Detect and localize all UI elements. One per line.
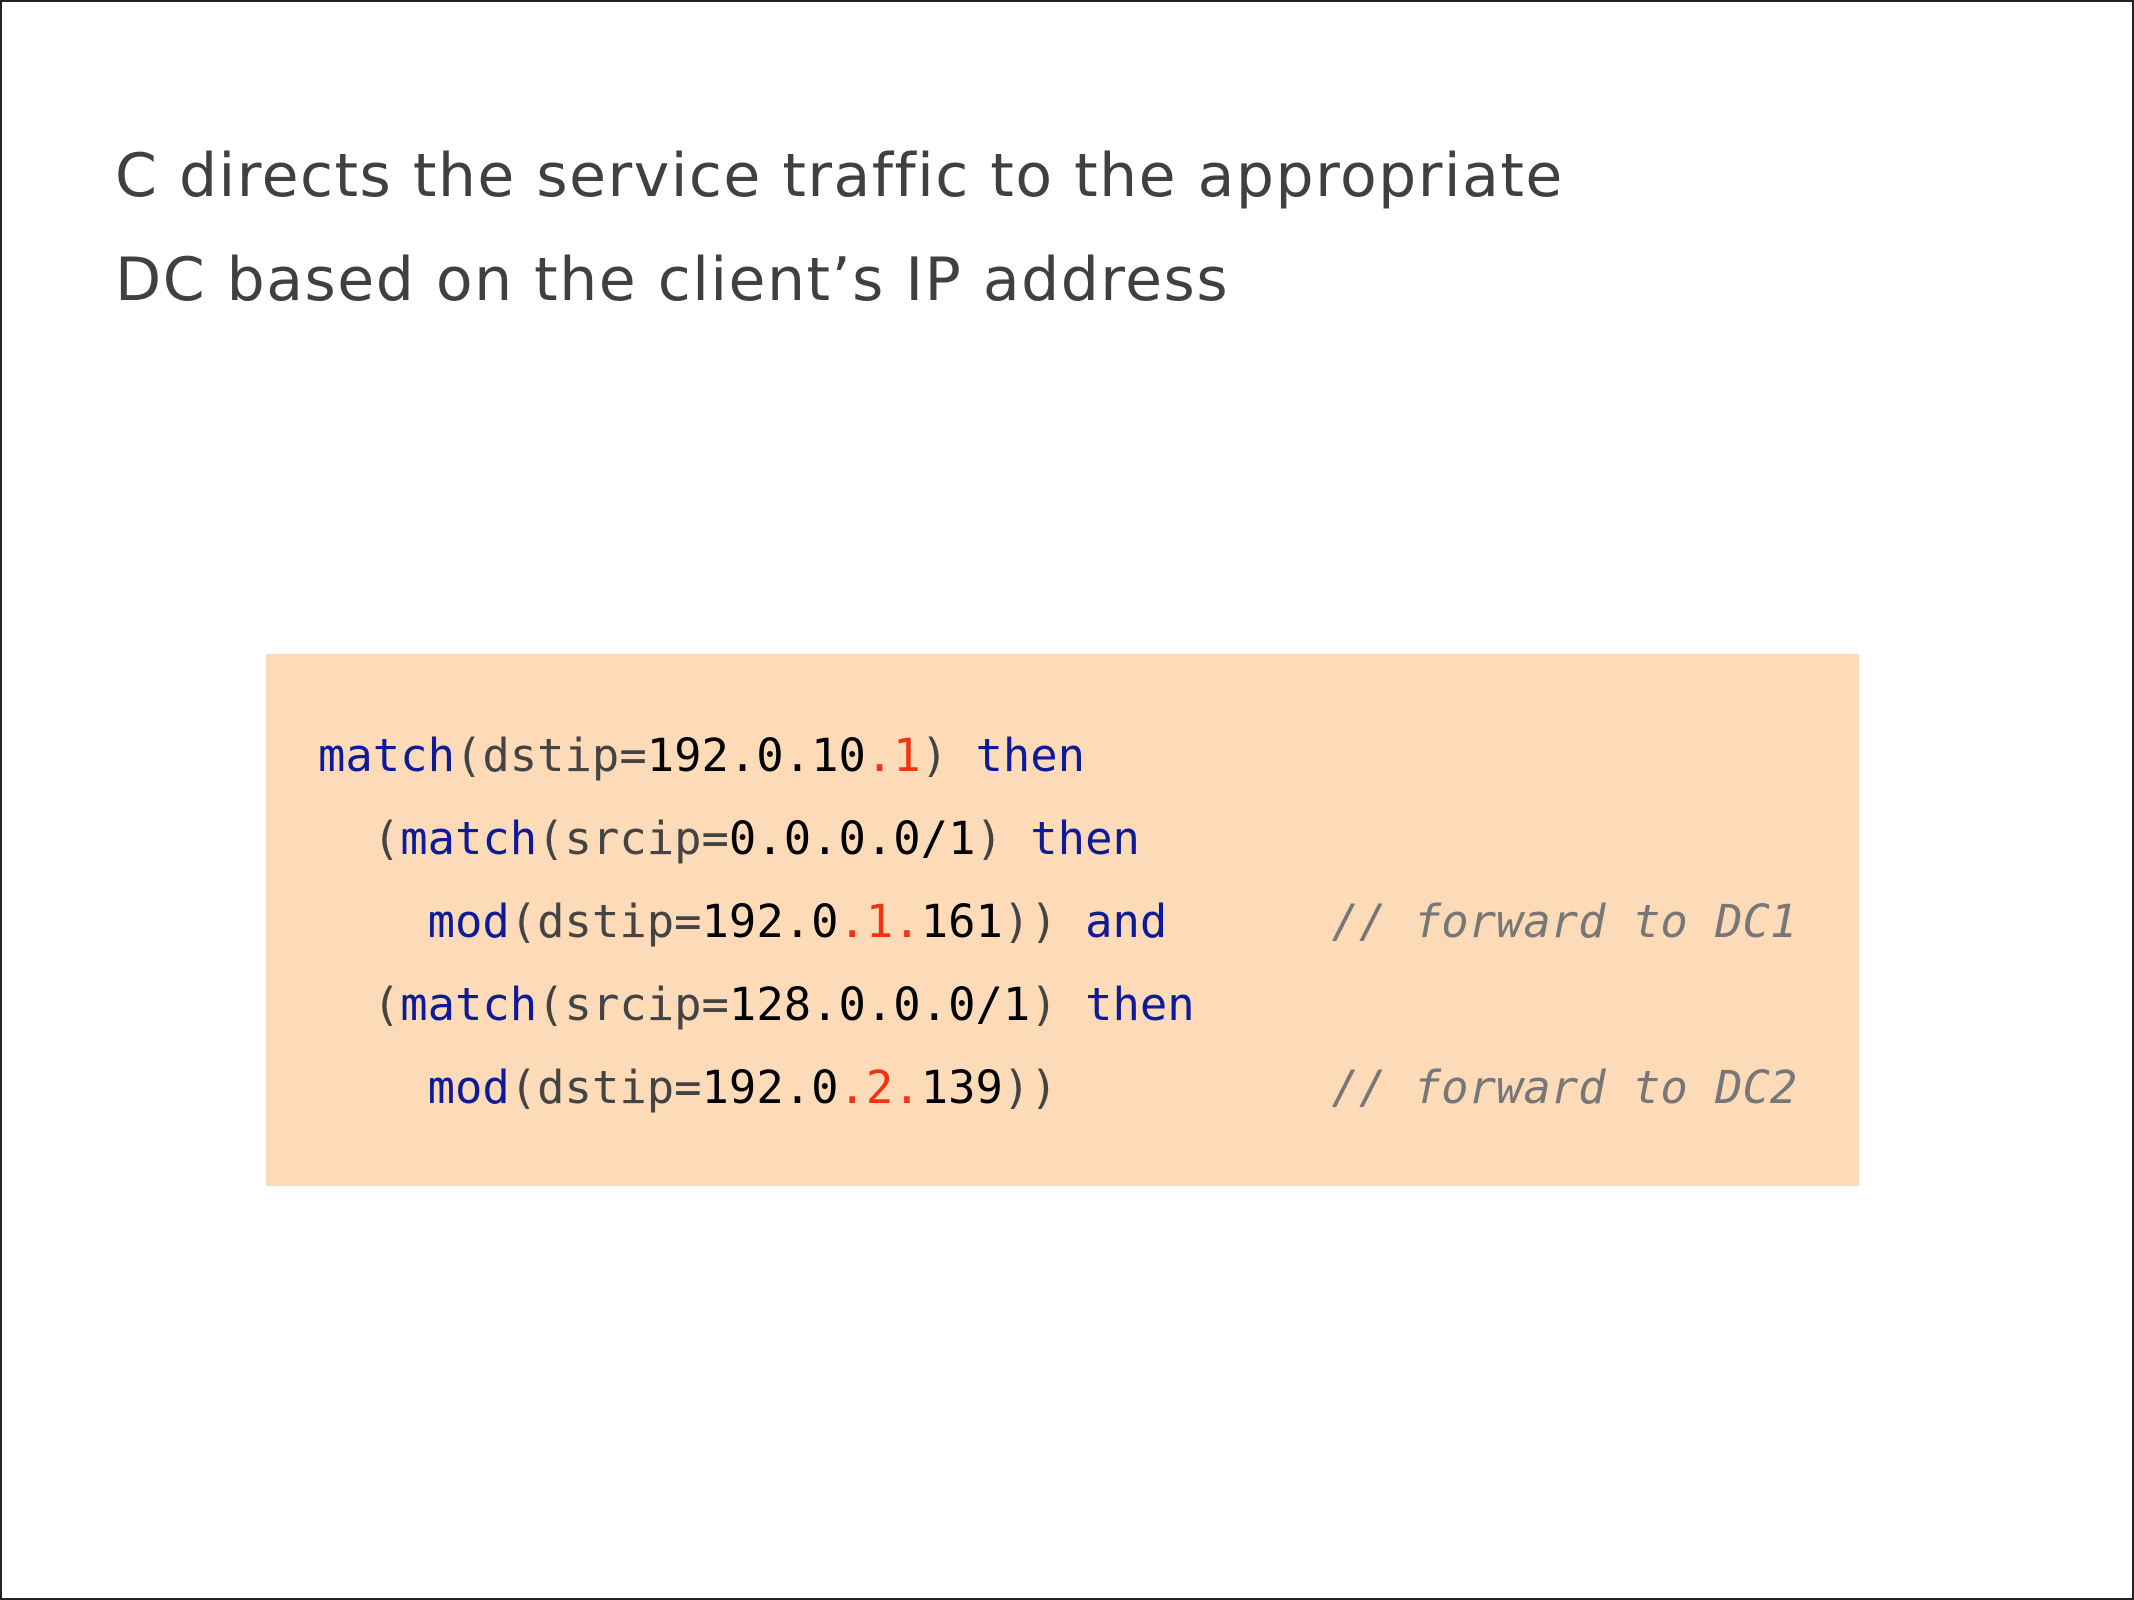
code-comment: // forward to DC1 — [1331, 895, 1798, 948]
code-text — [1058, 895, 1085, 948]
code-number: 192.0.10 — [646, 729, 866, 782]
slide-title-line-2: DC based on the client’s IP address — [115, 245, 1230, 315]
code-line: match(dstip=192.0.10.1) then — [318, 714, 1797, 797]
code-line: mod(dstip=192.0.1.161)) and // forward t… — [318, 880, 1798, 963]
code-text — [948, 729, 975, 782]
code-text — [1003, 812, 1030, 865]
code-line: (match(srcip=128.0.0.0/1) then — [318, 963, 1797, 1046]
code-text: (dstip= — [509, 1061, 702, 1114]
code-text: )) — [1002, 1061, 1058, 1114]
code-text: (srcip= — [537, 812, 729, 865]
code-text: )) — [1002, 895, 1058, 948]
code-text: ) — [920, 729, 949, 782]
code-highlight: .1. — [838, 895, 921, 948]
code-block: match(dstip=192.0.10.1) then (match(srci… — [266, 654, 1859, 1186]
code-text: ) — [975, 812, 1003, 865]
code-text: (dstip= — [454, 729, 647, 782]
code-text: (dstip= — [509, 895, 702, 948]
code-keyword: then — [975, 729, 1086, 782]
slide-title: C directs the service traffic to the app… — [115, 124, 1564, 332]
code-text: ( — [318, 812, 401, 865]
code-keyword: then — [1030, 812, 1140, 865]
code-comment: // forward to DC2 — [1331, 1061, 1798, 1114]
code-listing: match(dstip=192.0.10.1) then (match(srci… — [318, 714, 1797, 1129]
code-keyword: mod — [427, 1061, 510, 1114]
code-keyword: and — [1085, 895, 1168, 948]
code-keyword: mod — [427, 895, 510, 948]
code-number: 128.0.0.0/1 — [728, 978, 1031, 1031]
code-text — [318, 1061, 428, 1114]
code-number: 0.0.0.0/1 — [728, 812, 976, 865]
code-text: ( — [318, 978, 401, 1031]
code-text: ) — [1030, 978, 1058, 1031]
code-text — [318, 895, 428, 948]
code-text — [1167, 895, 1331, 948]
slide-title-line-1: C directs the service traffic to the app… — [115, 141, 1564, 211]
code-keyword: match — [400, 978, 538, 1031]
code-text: (srcip= — [537, 978, 729, 1031]
code-text — [1058, 1061, 1332, 1114]
code-number: 192.0 — [701, 895, 839, 948]
code-line: (match(srcip=0.0.0.0/1) then — [318, 797, 1797, 880]
code-line: mod(dstip=192.0.2.139)) // forward to DC… — [318, 1046, 1798, 1129]
code-number: 192.0 — [701, 1061, 839, 1114]
code-keyword: match — [400, 812, 538, 865]
code-number: 161 — [920, 895, 1003, 948]
code-number: 139 — [920, 1061, 1003, 1114]
code-highlight: .1 — [865, 729, 921, 782]
code-keyword: then — [1085, 978, 1195, 1031]
code-text — [1058, 978, 1085, 1031]
code-highlight: .2. — [838, 1061, 921, 1114]
code-keyword: match — [318, 729, 455, 782]
